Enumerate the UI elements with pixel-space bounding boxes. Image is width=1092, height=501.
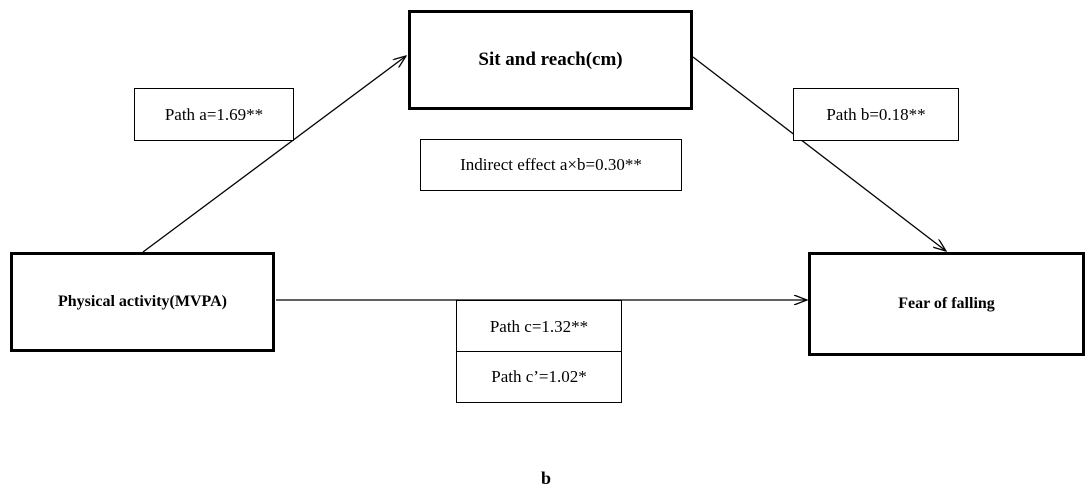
- mediator-box: Sit and reach(cm): [408, 10, 693, 110]
- arrow-path-b: [692, 56, 946, 251]
- path-b-label: Path b=0.18**: [826, 104, 926, 124]
- outcome-label: Fear of falling: [898, 295, 995, 312]
- indirect-effect-box: Indirect effect a×b=0.30**: [420, 139, 682, 191]
- outcome-box: Fear of falling: [808, 252, 1085, 356]
- predictor-box: Physical activity(MVPA): [10, 252, 275, 352]
- path-a-label: Path a=1.69**: [164, 104, 264, 124]
- path-c-label: Path c=1.32**: [489, 316, 589, 336]
- indirect-effect-label: Indirect effect a×b=0.30**: [460, 155, 642, 174]
- path-c-box: Path c=1.32**: [456, 300, 622, 353]
- predictor-label: Physical activity(MVPA): [58, 293, 227, 310]
- path-b-box: Path b=0.18**: [793, 88, 959, 141]
- path-c-prime-label: Path c’=1.02*: [491, 367, 587, 386]
- path-a-box: Path a=1.69**: [134, 88, 294, 141]
- panel-label: b: [540, 468, 551, 488]
- mediator-label: Sit and reach(cm): [478, 49, 623, 70]
- path-c-prime-box: Path c’=1.02*: [456, 351, 622, 403]
- arrow-path-a: [142, 56, 406, 253]
